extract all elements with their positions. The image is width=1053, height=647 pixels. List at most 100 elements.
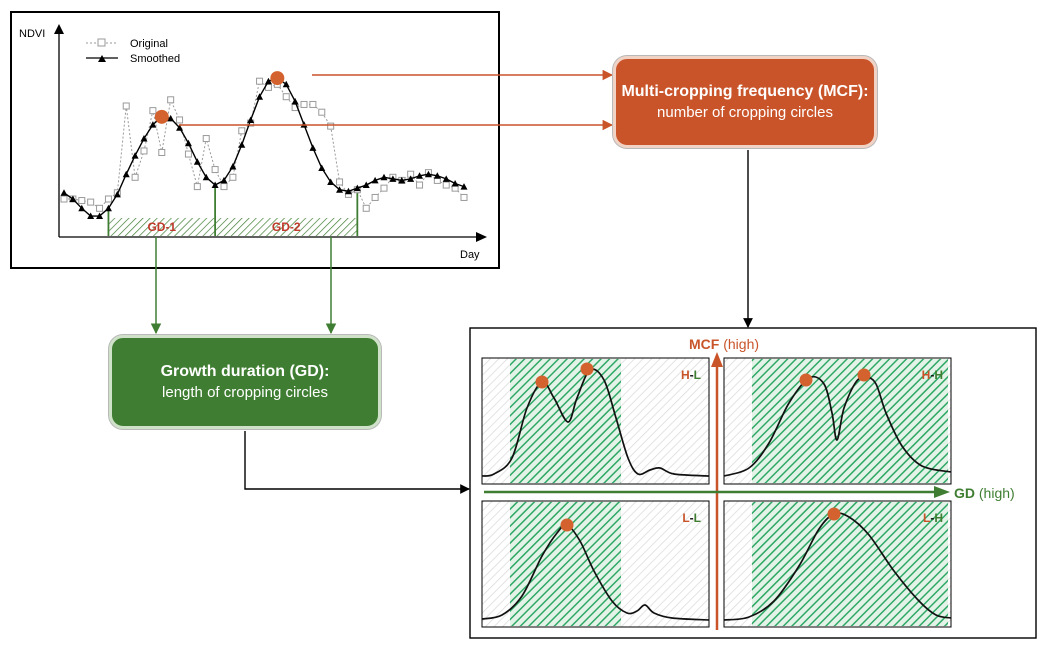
original-point xyxy=(87,198,95,206)
smoothed-point xyxy=(389,175,397,182)
original-point xyxy=(362,204,370,212)
smoothed-point xyxy=(336,186,344,193)
panel-ll-gd-code: L xyxy=(694,511,701,525)
panel-ll-label: L-L xyxy=(682,511,701,525)
panel-hl: H-L xyxy=(481,357,710,485)
mcf-axis-name: MCF xyxy=(689,336,720,352)
smoothed-point xyxy=(327,178,335,185)
gd-box-subtitle: length of cropping circles xyxy=(162,384,328,401)
original-point xyxy=(96,204,104,212)
peak-marker-2 xyxy=(270,71,285,86)
smoothed-point xyxy=(104,204,112,212)
smoothed-point xyxy=(193,158,201,165)
original-point xyxy=(122,102,130,110)
original-point xyxy=(282,93,290,101)
panel-hh: H-H xyxy=(723,357,952,485)
smoothed-point xyxy=(131,152,139,159)
gd-label-2: GD-2 xyxy=(272,220,301,234)
original-point xyxy=(131,173,139,181)
original-point xyxy=(371,193,379,201)
panel-lh-peak-1 xyxy=(827,507,841,521)
original-point xyxy=(318,108,326,116)
gd-label-1: GD-1 xyxy=(147,220,176,234)
original-point xyxy=(238,127,246,135)
legend-original-label: Original xyxy=(130,38,168,50)
panel-hl-separator: - xyxy=(690,368,694,382)
smoothed-point xyxy=(309,144,317,151)
smoothed-point xyxy=(442,175,450,182)
original-point xyxy=(176,116,184,124)
original-point xyxy=(229,173,237,181)
legend-smoothed-marker xyxy=(98,55,106,62)
original-point xyxy=(442,181,450,189)
original-point xyxy=(327,122,335,130)
gd-box: Growth duration (GD): length of cropping… xyxy=(109,335,381,429)
original-point xyxy=(158,149,166,156)
panel-hh-label: H-H xyxy=(922,368,943,382)
gd-bar-2 xyxy=(215,218,358,236)
panel-ll-mcf-code: L xyxy=(682,511,689,525)
panel-lh: L-H xyxy=(723,500,952,628)
mcf-axis-arrowhead xyxy=(711,352,723,367)
growth-duration-bars xyxy=(107,187,359,236)
panel-hl-mcf-code: H xyxy=(681,368,690,382)
y-axis-label: NDVI xyxy=(19,28,45,40)
connectors xyxy=(150,69,753,494)
smoothed-point xyxy=(460,183,468,190)
smoothed-point xyxy=(353,184,361,192)
panel-lh-separator: - xyxy=(930,511,934,525)
peak-marker-1 xyxy=(154,109,169,124)
smoothed-point xyxy=(362,181,370,189)
mcf-axis-label: MCF (high) xyxy=(689,336,759,352)
mcf-box: Multi-cropping frequency (MCF): number o… xyxy=(613,56,877,148)
smoothed-point xyxy=(60,189,68,196)
original-point xyxy=(211,166,219,174)
smoothed-point xyxy=(451,180,459,187)
original-point xyxy=(184,150,192,158)
panel-lh-mcf-code: L xyxy=(923,511,930,525)
original-point xyxy=(193,183,201,191)
smoothed-point xyxy=(78,204,86,212)
series-original-line xyxy=(64,80,465,210)
smoothed-point xyxy=(140,135,148,142)
smoothed-point xyxy=(264,77,272,85)
smoothed-point xyxy=(371,176,379,184)
x-axis-arrowhead xyxy=(476,232,487,242)
original-point xyxy=(336,178,344,186)
panel-hl-label: H-L xyxy=(681,368,701,382)
gd-box-title: Growth duration (GD): xyxy=(160,363,330,380)
smoothed-point xyxy=(398,176,406,184)
smoothed-point xyxy=(167,114,175,122)
smoothed-point xyxy=(416,172,424,179)
x-axis-label: Day xyxy=(460,249,480,261)
gd-axis-arrowhead xyxy=(934,486,950,498)
smoothed-point xyxy=(282,80,290,88)
original-point xyxy=(167,96,175,104)
panel-hh-border xyxy=(723,357,952,485)
original-point xyxy=(380,184,388,192)
panel-hh-separator: - xyxy=(930,368,934,382)
panel-lh-label: L-H xyxy=(923,511,943,525)
smoothed-point xyxy=(184,139,192,147)
y-axis-arrowhead xyxy=(54,24,64,34)
legend-original-marker xyxy=(97,38,106,47)
panel-lh-curve xyxy=(723,512,952,621)
mcf-box-title: Multi-cropping frequency (MCF): xyxy=(621,83,869,100)
original-point xyxy=(300,100,308,108)
smoothed-point xyxy=(113,190,121,198)
legend-smoothed-label: Smoothed xyxy=(130,53,180,65)
panel-lh-border xyxy=(723,500,952,628)
series-smoothed-line xyxy=(63,77,465,217)
smoothed-point xyxy=(433,172,441,179)
panel-hh-peak-1 xyxy=(799,373,813,387)
panel-hl-peak-2 xyxy=(580,362,594,376)
growth-duration-labels: GD-1 GD-2 xyxy=(147,220,300,234)
panel-hl-gd-code: L xyxy=(694,368,701,382)
original-point xyxy=(60,195,68,203)
panel-ll-separator: - xyxy=(690,511,694,525)
panel-ll-peak-1 xyxy=(560,518,574,532)
